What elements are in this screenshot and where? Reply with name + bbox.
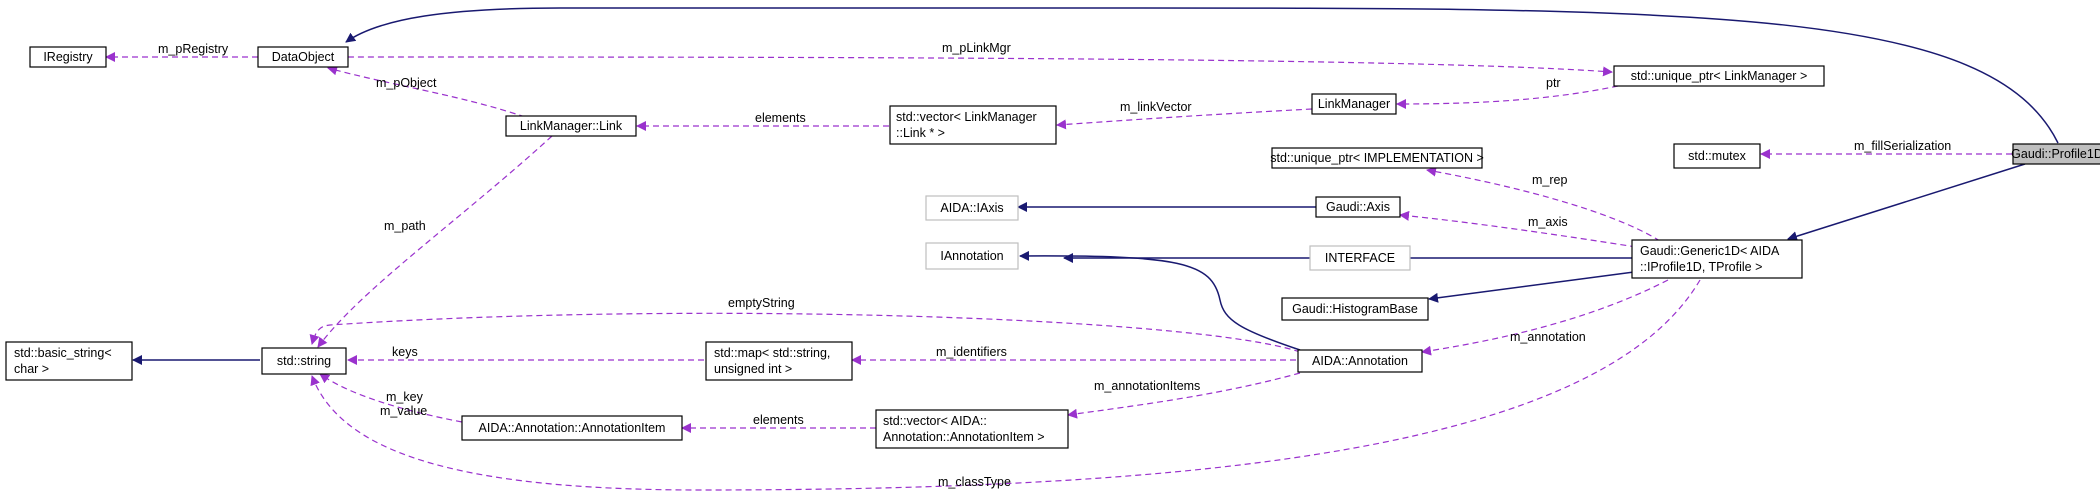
edge-generic1d-annotation [1421, 279, 1669, 356]
edge-label-m-pobject: m_pObject [376, 76, 437, 90]
node-vector-annotationitem[interactable]: std::vector< AIDA:: Annotation::Annotati… [875, 409, 1069, 449]
node-uptr-linkmanager-label: std::unique_ptr< LinkManager > [1631, 69, 1808, 83]
edge-label-ptr: ptr [1546, 76, 1561, 90]
node-annotationitem[interactable]: AIDA::Annotation::AnnotationItem [461, 415, 683, 441]
node-map[interactable]: std::map< std::string, unsigned int > [705, 341, 853, 381]
edge-generic1d-uptr-impl [1426, 166, 1661, 242]
edge-label-keys: keys [392, 345, 418, 359]
node-generic1d[interactable]: Gaudi::Generic1D< AIDA ::IProfile1D, TPr… [1631, 239, 1803, 279]
node-histogrambase[interactable]: Gaudi::HistogramBase [1281, 297, 1429, 321]
edge-label-m-pregistry: m_pRegistry [158, 42, 229, 56]
node-map-line1: std::map< std::string, [714, 346, 830, 360]
edge-label-m-key: m_key [386, 390, 424, 404]
node-aida-annotation-label: AIDA::Annotation [1312, 354, 1408, 368]
node-iregistry[interactable]: IRegistry [29, 46, 107, 68]
node-basic-string[interactable]: std::basic_string< char > [5, 341, 133, 381]
edge-label-m-fillserialization: m_fillSerialization [1854, 139, 1951, 153]
node-generic1d-line2: ::IProfile1D, TProfile > [1640, 260, 1762, 274]
node-linkmanager-link-label: LinkManager::Link [520, 119, 623, 133]
node-interface[interactable]: INTERFACE [1309, 245, 1411, 271]
edge-annotation-string [309, 312, 1301, 353]
node-aida-iaxis[interactable]: AIDA::IAxis [925, 195, 1019, 221]
node-basic-string-line1: std::basic_string< [14, 346, 112, 360]
node-linkmanager[interactable]: LinkManager [1311, 93, 1397, 115]
edge-label-elements-link: elements [755, 111, 806, 125]
node-basic-string-line2: char > [14, 362, 49, 376]
node-uptr-linkmanager[interactable]: std::unique_ptr< LinkManager > [1613, 65, 1825, 87]
node-annotationitem-label: AIDA::Annotation::AnnotationItem [479, 421, 666, 435]
edge-label-m-plinkmgr: m_pLinkMgr [942, 41, 1011, 55]
node-string[interactable]: std::string [261, 347, 347, 375]
edge-uptr-linkmgr-linkmanager [1396, 85, 1619, 109]
node-interface-label: INTERFACE [1325, 251, 1395, 265]
edge-link-string [317, 135, 553, 348]
node-uptr-implementation[interactable]: std::unique_ptr< IMPLEMENTATION > [1270, 147, 1484, 169]
edge-generic1d-string [310, 279, 1701, 491]
node-generic1d-line1: Gaudi::Generic1D< AIDA [1640, 244, 1780, 258]
node-mutex-label: std::mutex [1688, 149, 1746, 163]
edge-label-m-value: m_value [380, 404, 427, 418]
edge-label-m-rep: m_rep [1532, 173, 1567, 187]
edge-label-m-annotationitems: m_annotationItems [1094, 379, 1200, 393]
edge-label-elements-ann: elements [753, 413, 804, 427]
edge-label-m-annotation: m_annotation [1510, 330, 1586, 344]
node-iregistry-label: IRegistry [43, 50, 93, 64]
edge-label-m-path: m_path [384, 219, 426, 233]
node-vector-annotationitem-line2: Annotation::AnnotationItem > [883, 430, 1045, 444]
node-gaudi-axis[interactable]: Gaudi::Axis [1315, 196, 1401, 218]
edge-dataobject-uptr-linkmgr [347, 56, 1613, 77]
node-vector-link[interactable]: std::vector< LinkManager ::Link * > [889, 105, 1057, 145]
edge-link-dataobject [327, 65, 526, 118]
edge-label-m-linkvector: m_linkVector [1120, 100, 1192, 114]
node-vector-annotationitem-line1: std::vector< AIDA:: [883, 414, 987, 428]
edge-label-m-axis: m_axis [1528, 215, 1568, 229]
node-profile1d[interactable]: Gaudi::Profile1D [2011, 143, 2100, 165]
node-iannotation-label: IAnnotation [940, 249, 1003, 263]
node-map-line2: unsigned int > [714, 362, 792, 376]
node-linkmanager-link[interactable]: LinkManager::Link [505, 115, 637, 137]
edge-annitem-string [319, 373, 463, 423]
edge-profile1d-generic1d [1787, 163, 2026, 242]
node-vector-link-line2: ::Link * > [896, 126, 945, 140]
node-linkmanager-label: LinkManager [1318, 97, 1390, 111]
node-string-label: std::string [277, 354, 331, 368]
edge-label-m-classtype: m_classType [938, 475, 1011, 489]
edge-generic1d-axis [1399, 210, 1637, 248]
node-iannotation[interactable]: IAnnotation [925, 242, 1019, 270]
node-dataobject[interactable]: DataObject [257, 46, 349, 68]
edge-label-m-identifiers: m_identifiers [936, 345, 1007, 359]
edge-generic1d-histbase [1428, 271, 1635, 303]
node-aida-annotation[interactable]: AIDA::Annotation [1297, 349, 1423, 373]
edge-linkmanager-vec-link [1056, 108, 1313, 130]
edge-label-emptystring: emptyString [728, 296, 795, 310]
node-profile1d-label: Gaudi::Profile1D [2011, 147, 2100, 161]
node-uptr-implementation-label: std::unique_ptr< IMPLEMENTATION > [1270, 151, 1484, 165]
edge-annotation-vec-annitem [1067, 372, 1301, 419]
node-mutex[interactable]: std::mutex [1673, 143, 1761, 169]
node-dataobject-label: DataObject [272, 50, 335, 64]
node-histogrambase-label: Gaudi::HistogramBase [1292, 302, 1418, 316]
node-gaudi-axis-label: Gaudi::Axis [1326, 200, 1390, 214]
node-vector-link-line1: std::vector< LinkManager [896, 110, 1037, 124]
edge-annotation-iannotation [1019, 250, 1301, 351]
edge-profile1d-dataobject [345, 7, 2059, 144]
node-aida-iaxis-label: AIDA::IAxis [940, 201, 1003, 215]
